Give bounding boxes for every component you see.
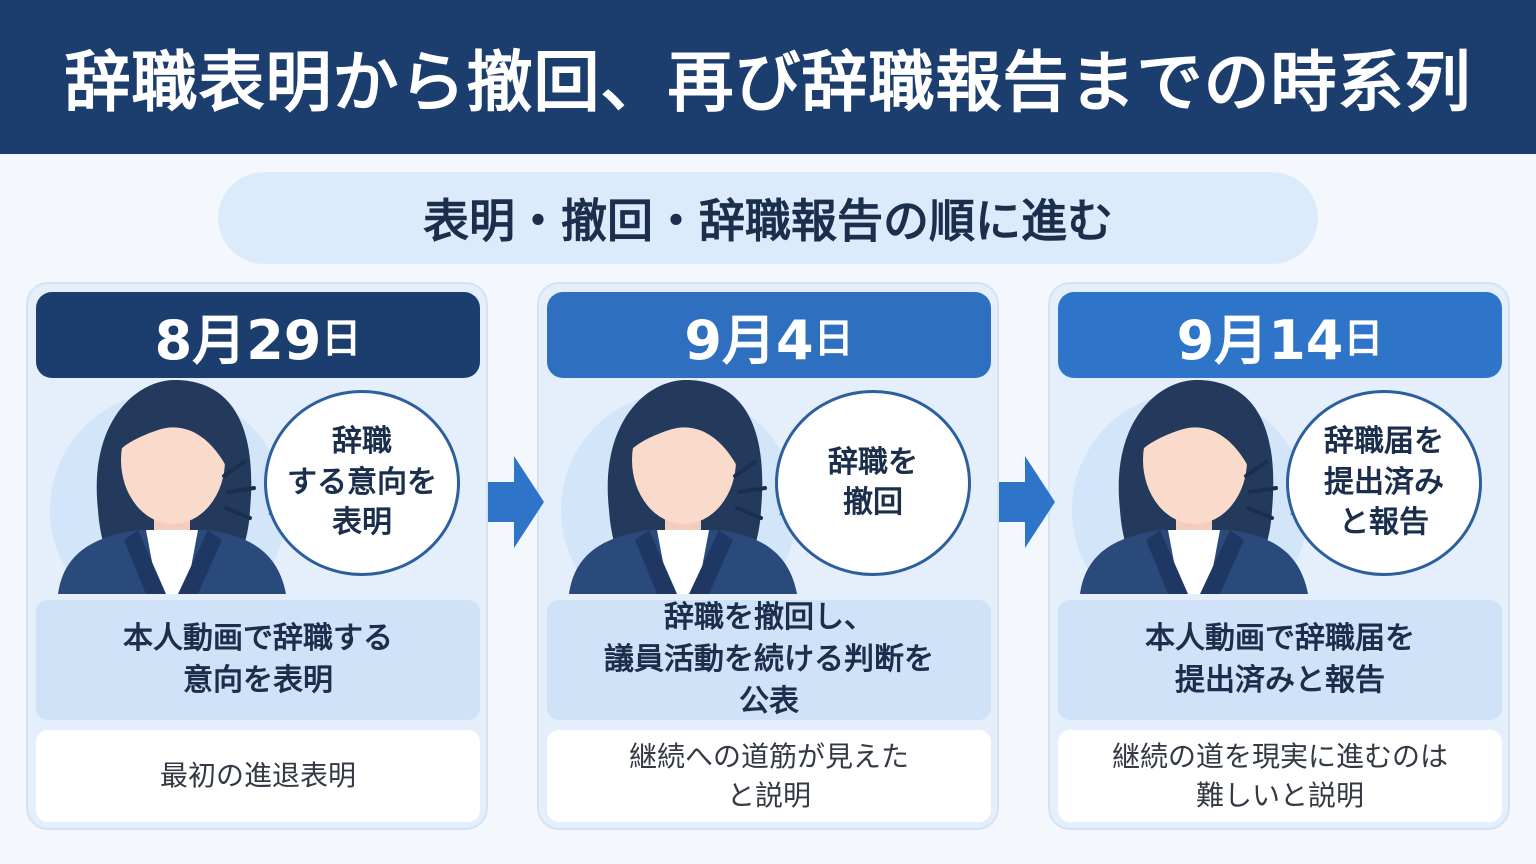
speaker-illustration: 辞職届を提出済みと報告	[1050, 380, 1512, 594]
card-date-day: 日	[1343, 316, 1384, 362]
card-date-day: 日	[321, 316, 362, 362]
text-line: 本人動画で辞職する	[123, 621, 393, 656]
text-line: 辞職	[332, 424, 392, 460]
text-line: 意向を表明	[183, 663, 333, 698]
speech-bubble: 辞職を撤回	[775, 390, 971, 576]
woman-speaking-icon	[561, 380, 797, 594]
bubble-tail-inner	[1295, 504, 1315, 524]
text-line: 議員活動を続ける判断を	[604, 642, 934, 677]
card-date-number: 8月29	[154, 308, 322, 372]
subtitle-pill: 表明・撤回・辞職報告の順に進む	[218, 172, 1318, 264]
text-line: と報告	[1339, 505, 1429, 541]
speaker-illustration: 辞職する意向を表明	[28, 380, 490, 594]
speech-bubble-text: 辞職届を提出済みと報告	[1324, 422, 1444, 544]
subtitle-text: 表明・撤回・辞職報告の順に進む	[423, 194, 1113, 248]
text-line: と説明	[726, 779, 811, 812]
card-date-day: 日	[813, 316, 854, 362]
card-note: 最初の進退表明	[36, 730, 480, 822]
text-line: 継続の道を現実に進むのは	[1111, 739, 1448, 773]
text-line: 提出済みと報告	[1175, 663, 1385, 698]
card-description: 辞職を撤回し、議員活動を続ける判断を公表	[547, 600, 991, 720]
text-line: 辞職届を	[1324, 424, 1444, 460]
woman-speaking-icon	[1072, 380, 1308, 594]
page-title: 辞職表明から撤回、再び辞職報告までの時系列	[64, 44, 1472, 121]
arrow-right-icon	[999, 456, 1055, 548]
card-note: 継続の道を現実に進むのは難しいと説明	[1058, 730, 1502, 822]
card-description: 本人動画で辞職届を提出済みと報告	[1058, 600, 1502, 720]
arrow-right-icon	[488, 456, 544, 548]
speech-bubble: 辞職する意向を表明	[264, 390, 460, 576]
card-date-number: 9月14	[1176, 308, 1344, 372]
speech-bubble-text: 辞職する意向を表明	[287, 422, 437, 544]
text-line: 最初の進退表明	[159, 759, 356, 793]
text-line: 表明	[332, 505, 392, 541]
card-description-text: 辞職を撤回し、議員活動を続ける判断を公表	[604, 597, 934, 723]
woman-speaking-icon	[50, 380, 286, 594]
card-description: 本人動画で辞職する意向を表明	[36, 600, 480, 720]
text-line: 継続への道筋が見えた	[628, 739, 909, 773]
card-description-text: 本人動画で辞職する意向を表明	[123, 618, 393, 702]
text-line: 辞職を撤回し、	[664, 600, 874, 635]
text-line: 公表	[739, 684, 799, 719]
bubble-tail-inner	[784, 504, 804, 524]
speech-bubble: 辞職届を提出済みと報告	[1286, 390, 1482, 576]
text-line: 本人動画で辞職届を	[1145, 621, 1415, 656]
card-note-text: 最初の進退表明	[160, 756, 356, 795]
card-note-text: 継続への道筋が見えたと説明	[629, 737, 909, 815]
card-description-text: 本人動画で辞職届を提出済みと報告	[1145, 618, 1415, 702]
text-line: 難しいと説明	[1195, 779, 1364, 812]
speech-bubble-text: 辞職を撤回	[828, 443, 918, 524]
text-line: する意向を	[287, 464, 437, 500]
card-date-number: 9月4	[684, 308, 814, 372]
text-line: 撤回	[843, 485, 903, 520]
speaker-illustration: 辞職を撤回	[539, 380, 1001, 594]
header-bar: 辞職表明から撤回、再び辞職報告までの時系列	[0, 0, 1536, 154]
text-line: 辞職を	[828, 444, 918, 480]
bubble-tail-inner	[273, 504, 293, 524]
card-note: 継続への道筋が見えたと説明	[547, 730, 991, 822]
text-line: 提出済み	[1324, 464, 1444, 500]
card-note-text: 継続の道を現実に進むのは難しいと説明	[1112, 737, 1448, 815]
